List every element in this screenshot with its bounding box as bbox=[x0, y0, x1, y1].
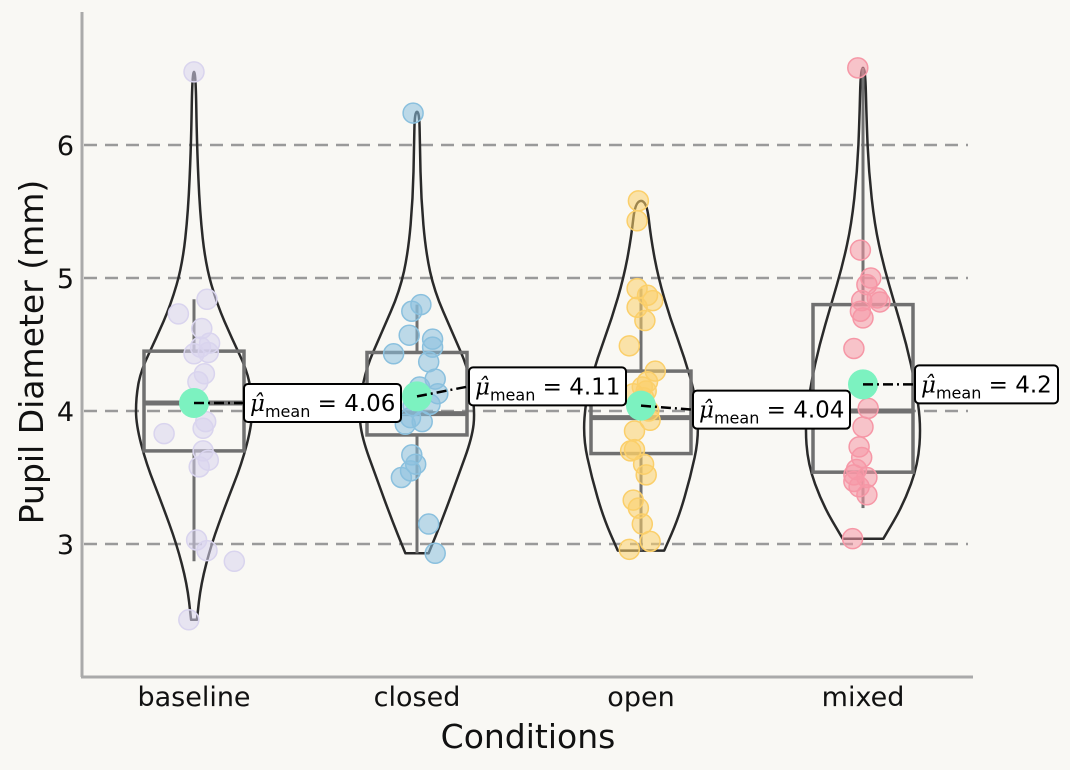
x-axis-title: Conditions bbox=[441, 717, 616, 756]
mean-labels: μ̂mean = 4.06μ̂mean = 4.11μ̂mean = 4.04μ… bbox=[194, 364, 1059, 430]
boxplots bbox=[142, 67, 915, 562]
data-point-open-16 bbox=[623, 420, 646, 442]
mean-label-symbol: μ̂ bbox=[921, 372, 936, 398]
data-point-baseline-15 bbox=[188, 456, 210, 478]
data-point-closed-20 bbox=[417, 513, 440, 535]
mean-label-box-open bbox=[692, 389, 851, 430]
mean-label-value: = 4.11 bbox=[535, 374, 620, 400]
mean-label-baseline: μ̂mean = 4.06 bbox=[243, 383, 402, 424]
data-point-mixed-5 bbox=[869, 291, 891, 313]
data-point-open-24 bbox=[639, 530, 661, 553]
data-point-mixed-9 bbox=[843, 337, 865, 360]
data-point-baseline-19 bbox=[178, 609, 200, 631]
data-point-baseline-18 bbox=[223, 550, 246, 573]
mean-label-subscript: mean bbox=[936, 383, 981, 402]
x-tick-label-open: open bbox=[607, 682, 674, 713]
data-point-mixed-20 bbox=[841, 527, 864, 550]
data-point-baseline-17 bbox=[196, 539, 218, 562]
mean-label-box-baseline bbox=[243, 383, 402, 424]
mean-label-symbol: μ̂ bbox=[250, 391, 265, 417]
y-tick-label-4: 4 bbox=[57, 397, 74, 428]
axes bbox=[80, 12, 973, 679]
data-point-baseline-12 bbox=[153, 422, 175, 445]
y-tick-label-3: 3 bbox=[57, 530, 74, 561]
mean-leader-open bbox=[640, 404, 694, 411]
data-point-mixed-19 bbox=[856, 484, 878, 506]
mean-label-box-mixed bbox=[914, 364, 1059, 405]
x-tick-labels: baseline closed open mixed bbox=[137, 682, 904, 713]
mean-leader-closed bbox=[416, 385, 470, 398]
data-point-baseline-1 bbox=[196, 288, 218, 311]
data-point-closed-3 bbox=[398, 324, 420, 346]
x-tick-label-closed: closed bbox=[374, 682, 461, 713]
mean-label-text-closed: μ̂mean = 4.11 bbox=[475, 374, 620, 404]
data-point-open-20 bbox=[635, 464, 657, 486]
data-points bbox=[153, 57, 891, 631]
data-point-closed-21 bbox=[424, 542, 446, 565]
mean-label-value: = 4.06 bbox=[310, 391, 395, 417]
mean-label-subscript: mean bbox=[265, 402, 310, 421]
data-point-mixed-10 bbox=[857, 397, 879, 420]
data-point-mixed-8 bbox=[852, 307, 874, 329]
y-axis-title: Pupil Diameter (mm) bbox=[12, 180, 51, 525]
mean-label-subscript: mean bbox=[714, 409, 759, 428]
data-point-open-6 bbox=[634, 309, 656, 332]
data-point-baseline-7 bbox=[197, 341, 220, 364]
y-tick-label-6: 6 bbox=[57, 131, 74, 162]
mean-label-closed: μ̂mean = 4.11 bbox=[468, 366, 627, 407]
x-tick-label-baseline: baseline bbox=[137, 682, 250, 713]
data-point-baseline-3 bbox=[167, 303, 190, 325]
mean-label-value: = 4.04 bbox=[759, 398, 844, 424]
data-point-open-7 bbox=[618, 335, 641, 357]
data-point-baseline-0 bbox=[183, 61, 205, 83]
mean-label-open: μ̂mean = 4.04 bbox=[692, 389, 851, 430]
mean-label-box-closed bbox=[468, 366, 627, 407]
y-tick-labels: 3 4 5 6 bbox=[57, 131, 74, 561]
mean-label-mixed: μ̂mean = 4.2 bbox=[914, 364, 1059, 405]
mean-label-symbol: μ̂ bbox=[699, 398, 714, 424]
data-point-mixed-0 bbox=[847, 57, 869, 79]
data-point-open-1 bbox=[626, 210, 648, 232]
data-point-closed-8 bbox=[382, 343, 405, 365]
data-point-closed-19 bbox=[390, 466, 413, 489]
mean-label-text-baseline: μ̂mean = 4.06 bbox=[250, 391, 395, 421]
data-point-closed-0 bbox=[402, 102, 424, 124]
mean-label-value: = 4.2 bbox=[981, 372, 1051, 398]
data-point-baseline-11 bbox=[192, 417, 214, 440]
mean-label-text-open: μ̂mean = 4.04 bbox=[699, 398, 844, 428]
mean-label-subscript: mean bbox=[490, 385, 535, 404]
violins bbox=[134, 66, 922, 622]
data-point-open-25 bbox=[618, 538, 641, 561]
data-point-mixed-1 bbox=[849, 239, 872, 261]
data-point-mixed-11 bbox=[852, 416, 874, 438]
data-point-open-0 bbox=[627, 190, 650, 212]
y-tick-label-5: 5 bbox=[57, 264, 74, 295]
x-tick-label-mixed: mixed bbox=[822, 682, 905, 713]
data-point-open-18 bbox=[619, 440, 642, 462]
data-point-closed-2 bbox=[401, 300, 423, 322]
mean-label-symbol: μ̂ bbox=[475, 374, 490, 400]
mean-label-text-mixed: μ̂mean = 4.2 bbox=[921, 372, 1052, 402]
